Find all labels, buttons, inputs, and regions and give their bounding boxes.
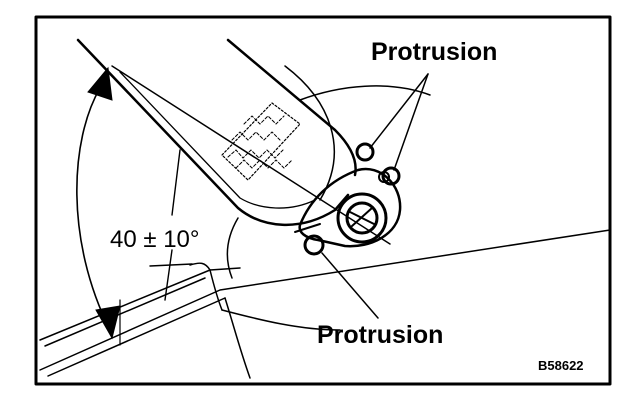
label-protrusion-bottom: Protrusion	[317, 321, 443, 349]
anchor-bolt	[345, 201, 379, 235]
seat-belt-strap	[76, 38, 357, 227]
anchor-assembly	[294, 142, 402, 256]
protrusion-upper-right	[381, 166, 401, 186]
anchor-plate	[298, 167, 402, 248]
diagram-frame	[34, 15, 612, 386]
angle-indicator	[76, 66, 181, 340]
angle-arrow-top-icon	[87, 66, 113, 101]
protrusion-lower	[303, 234, 325, 256]
leader-lines	[321, 73, 429, 319]
label-angle: 40 ± 10°	[110, 226, 200, 253]
protrusion-upper-left	[355, 142, 375, 162]
label-protrusion-top: Protrusion	[371, 38, 497, 66]
label-figure-code: B58622	[538, 358, 584, 373]
seat-outline	[39, 65, 611, 379]
angle-arc	[76, 87, 111, 331]
belt-stitching	[221, 102, 301, 181]
anchor-bolt-outer	[336, 192, 388, 244]
angle-arrow-bottom-icon	[95, 305, 121, 340]
